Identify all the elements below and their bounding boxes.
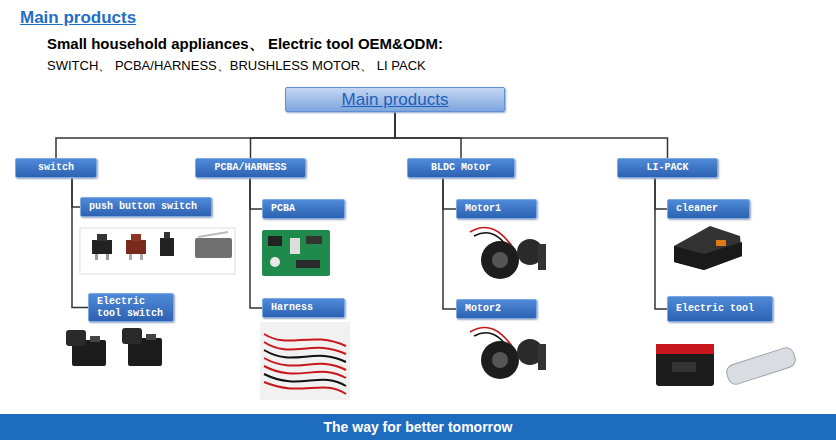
text-stack: The way for better tomorrow — [323, 419, 512, 435]
tree-connector — [655, 178, 667, 209]
tree-connector — [655, 178, 667, 309]
node-label: push button switch — [89, 201, 197, 213]
item-box: cleaner — [667, 199, 750, 219]
node-label: LI-PACK — [646, 162, 688, 174]
harness-photo — [260, 322, 350, 400]
tree-connector — [443, 178, 456, 309]
photo-frame — [80, 228, 235, 274]
item-box: Motor2 — [456, 299, 537, 319]
text-stack: BLDC Motor — [431, 162, 491, 174]
push-button-switch-photo — [92, 232, 232, 260]
node-label: cleaner — [676, 203, 718, 215]
root-box: Main products — [285, 87, 505, 112]
subtitle-text: SWITCH、 PCBA/HARNESS、BRUSHLESS MOTOR、 LI… — [47, 57, 426, 75]
text-stack: Motor1 — [465, 203, 501, 215]
tree-connector — [250, 178, 262, 308]
text-stack: Main products — [342, 90, 449, 110]
item-box: Motor1 — [456, 199, 537, 219]
tree-connector — [250, 178, 262, 209]
text-stack: PCBA/HARNESS — [214, 162, 286, 174]
text-stack: switch — [38, 162, 74, 174]
text-stack: PCBA — [271, 203, 295, 215]
item-box: Harness — [262, 298, 345, 318]
tree-connector — [251, 112, 396, 158]
text-stack: Harness — [271, 302, 313, 314]
node-label: Motor1 — [465, 203, 501, 215]
text-stack: Electric tool switch — [97, 296, 170, 320]
tree-connector — [56, 112, 395, 158]
node-label: switch — [38, 162, 74, 174]
category-box: PCBA/HARNESS — [195, 158, 306, 178]
tree-connector — [395, 112, 461, 158]
tree-connector — [72, 178, 80, 207]
tool-switch-photo — [66, 328, 162, 366]
subtitle-text: Small household appliances、 Electric too… — [47, 35, 443, 54]
page-title: Main products — [20, 8, 136, 28]
node-label: Motor2 — [465, 303, 501, 315]
text-stack: LI-PACK — [646, 162, 688, 174]
category-box: switch — [15, 158, 97, 178]
node-label: PCBA/HARNESS — [214, 162, 286, 174]
item-box: push button switch — [80, 197, 212, 217]
node-label: Electric tool switch — [97, 296, 170, 320]
tree-connector — [395, 112, 668, 158]
category-box: LI-PACK — [617, 158, 718, 178]
node-label: The way for better tomorrow — [323, 419, 512, 435]
category-box: BLDC Motor — [407, 158, 515, 178]
item-box: Electric tool switch — [88, 293, 174, 322]
battery-photo — [656, 226, 797, 386]
text-stack: push button switch — [89, 201, 197, 213]
node-label: PCBA — [271, 203, 295, 215]
tree-connector — [443, 178, 456, 209]
item-box: Electric tool — [667, 296, 773, 322]
text-stack: cleaner — [676, 203, 718, 215]
pcba-photo — [262, 230, 330, 276]
node-label: Main products — [342, 90, 449, 110]
footer-band: The way for better tomorrow — [0, 414, 836, 440]
item-box: PCBA — [262, 199, 345, 219]
node-label: Electric tool — [676, 303, 754, 315]
node-label: Harness — [271, 302, 313, 314]
text-stack: Electric tool — [676, 303, 754, 315]
text-stack: Motor2 — [465, 303, 501, 315]
node-label: BLDC Motor — [431, 162, 491, 174]
